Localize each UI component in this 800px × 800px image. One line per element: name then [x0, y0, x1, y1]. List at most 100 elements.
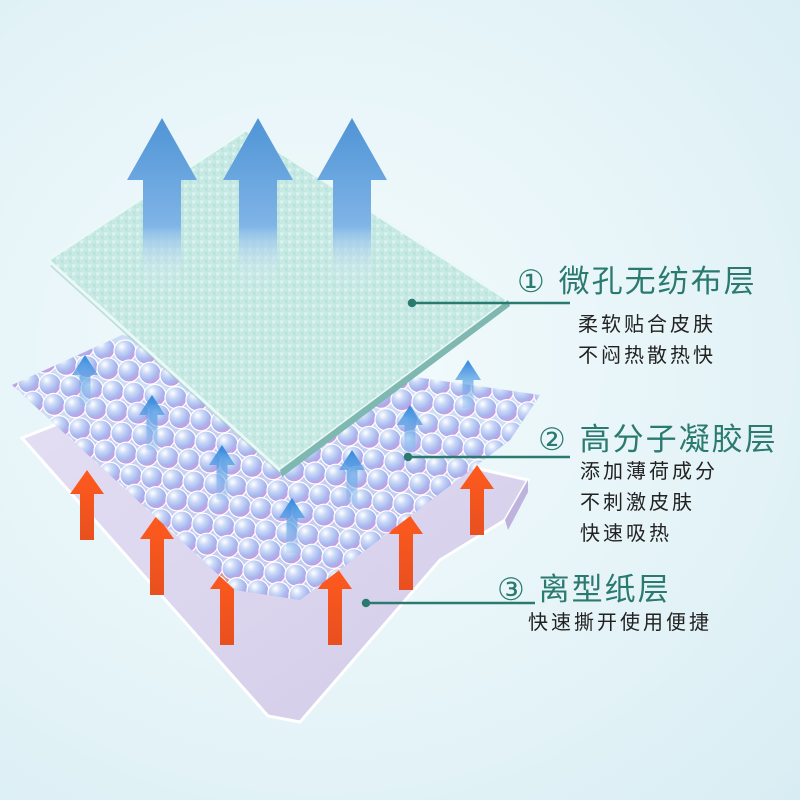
up-arrow-orange-icon [318, 565, 352, 645]
blue-big-arrow-group [127, 118, 387, 283]
gel-bead [109, 607, 131, 629]
gel-bead [12, 512, 30, 537]
gel-bead [432, 392, 456, 416]
gel-bead [338, 527, 362, 552]
gel-bead [21, 390, 45, 414]
gel-bead [0, 491, 4, 513]
gel-bead [374, 408, 398, 432]
gel-bead [441, 434, 465, 458]
gel-bead [537, 403, 540, 427]
up-arrow-blue-icon [397, 405, 423, 455]
gel-bead [431, 578, 455, 600]
gel-bead [59, 375, 83, 399]
gel-bead [321, 545, 345, 570]
gel-bead [491, 379, 515, 403]
gel-bead [170, 510, 194, 534]
gel-bead [42, 392, 66, 416]
gel-bead [14, 452, 38, 476]
up-arrow-orange-icon [70, 470, 104, 540]
gel-bead [284, 563, 308, 587]
gel-bead [500, 421, 524, 445]
gel-bead [50, 335, 74, 356]
gel-bead [501, 523, 525, 547]
gel-bead [495, 399, 519, 423]
gel-bead [254, 519, 278, 543]
gel-bead [62, 581, 86, 600]
gel-bead [12, 552, 18, 577]
gel-bead [458, 416, 482, 440]
gel-bead [12, 368, 20, 392]
gel-bead [88, 604, 110, 626]
gel-bead [0, 409, 7, 431]
gel-bead [83, 583, 107, 600]
gel-bead [95, 543, 119, 568]
up-arrow-blue-icon [317, 118, 387, 283]
gel-bead [228, 494, 252, 518]
gel-bead [53, 539, 77, 563]
gel-bead [308, 483, 332, 507]
gel-bead [12, 348, 36, 372]
gel-bead [478, 604, 500, 626]
gel-bead [441, 622, 463, 644]
gel-bead [437, 414, 461, 438]
gel-bead [457, 602, 479, 624]
gel-bead [221, 556, 245, 581]
gel-bead [29, 335, 53, 354]
up-arrow-blue-icon [209, 445, 235, 500]
gel-bead [0, 593, 5, 615]
gel-bead [224, 474, 248, 498]
gel-bead [533, 383, 540, 407]
gel-bead [317, 525, 341, 550]
gel-bead [462, 624, 484, 646]
gel-bead [420, 620, 442, 642]
gel-bead [411, 390, 435, 414]
gel-bead [186, 490, 210, 514]
up-arrow-blue-icon [339, 450, 365, 505]
gel-bead [32, 537, 56, 561]
gel-bead [17, 370, 41, 394]
gel-bead [114, 441, 138, 465]
gel-bead [92, 337, 116, 361]
gel-bead [521, 423, 540, 447]
gel-bead [144, 486, 168, 510]
gel-bead [101, 379, 125, 403]
gel-bead [362, 448, 386, 472]
gel-bead [12, 594, 27, 600]
gel-bead [182, 470, 206, 494]
gel-bead [425, 454, 449, 478]
gel-bead [36, 557, 60, 581]
gel-bead [296, 523, 320, 547]
gel-bead [177, 448, 201, 472]
up-arrow-blue-icon [223, 118, 293, 283]
gel-bead [110, 421, 134, 445]
gel-bead [300, 543, 324, 567]
gel-bead [464, 541, 488, 565]
up-arrow-orange-icon [389, 510, 423, 590]
gel-bead [445, 642, 467, 664]
gel-bead [428, 372, 452, 396]
gel-bead [466, 644, 488, 666]
gel-bead [140, 466, 164, 490]
gel-bead [105, 399, 129, 423]
gel-bead [12, 492, 26, 516]
gel-bead [357, 425, 381, 449]
gel-bead [366, 468, 390, 492]
gel-bead [117, 359, 141, 383]
gel-bead [194, 430, 218, 454]
gel-bead [512, 381, 536, 405]
gel-bead [74, 541, 98, 565]
gel-bead [67, 602, 89, 624]
gel-bead [245, 477, 269, 501]
gel-bead [45, 599, 69, 600]
blue-small-arrow-group [72, 355, 481, 553]
gel-bead [12, 335, 32, 352]
gel-bead [354, 507, 378, 532]
gel-bead [18, 472, 42, 496]
gel-bead [378, 428, 402, 452]
gel-bead [96, 357, 120, 381]
gel-bead [41, 579, 65, 600]
gel-bead [240, 454, 264, 478]
gel-bead [156, 446, 180, 470]
gel-bead [266, 479, 290, 503]
